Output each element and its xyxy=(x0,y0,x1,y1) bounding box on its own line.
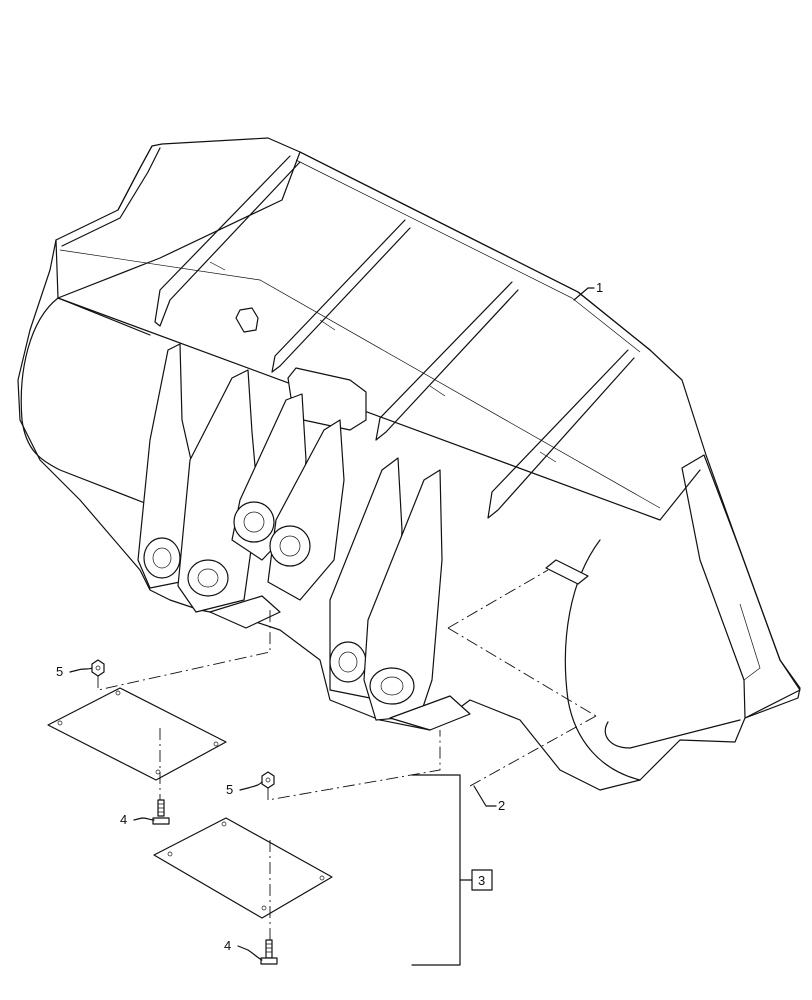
right-side-plate-detail xyxy=(699,559,761,681)
callout-3-box xyxy=(471,869,493,891)
rib-4 xyxy=(487,349,635,519)
cover-plate-upper[interactable] xyxy=(47,687,227,781)
leader-1 xyxy=(573,287,595,301)
callout-4b: 4 xyxy=(224,938,231,953)
nut-lower[interactable] xyxy=(261,771,275,789)
bracket-3 xyxy=(411,774,473,966)
leader-2 xyxy=(473,785,497,807)
bolt-upper[interactable] xyxy=(152,799,170,825)
callout-3: 3 xyxy=(478,873,485,888)
callout-1: 1 xyxy=(596,280,603,295)
back-plate-inner xyxy=(61,147,161,247)
top-edge xyxy=(299,151,651,351)
rib-2 xyxy=(271,219,411,373)
mounted-plate-left xyxy=(209,595,281,629)
callout-5a: 5 xyxy=(56,664,63,679)
callout-2: 2 xyxy=(498,798,505,813)
cover-plate-lower[interactable] xyxy=(153,817,333,919)
callout-5b: 5 xyxy=(226,782,233,797)
leader-4a xyxy=(133,817,155,821)
leader-5a xyxy=(69,667,93,673)
nut-upper[interactable] xyxy=(91,659,105,677)
top-edge-inner xyxy=(295,159,641,353)
rib-feet xyxy=(209,261,557,463)
lower-back-edge xyxy=(57,297,701,521)
rib-3 xyxy=(375,281,519,441)
center-knob xyxy=(235,307,259,333)
left-side-curve xyxy=(20,297,151,506)
bucket[interactable] xyxy=(17,137,801,791)
leader-4b xyxy=(237,945,263,961)
leader-5b xyxy=(239,781,263,791)
back-crease xyxy=(59,249,661,509)
alignment-lines xyxy=(97,569,597,940)
mounted-plate-right xyxy=(389,695,471,731)
hinge-brackets xyxy=(137,343,443,721)
back-plate-edge xyxy=(55,145,301,336)
bolt-lower[interactable] xyxy=(260,939,278,965)
rib-1 xyxy=(154,155,301,327)
callout-4a: 4 xyxy=(120,812,127,827)
nameplate xyxy=(545,559,589,585)
